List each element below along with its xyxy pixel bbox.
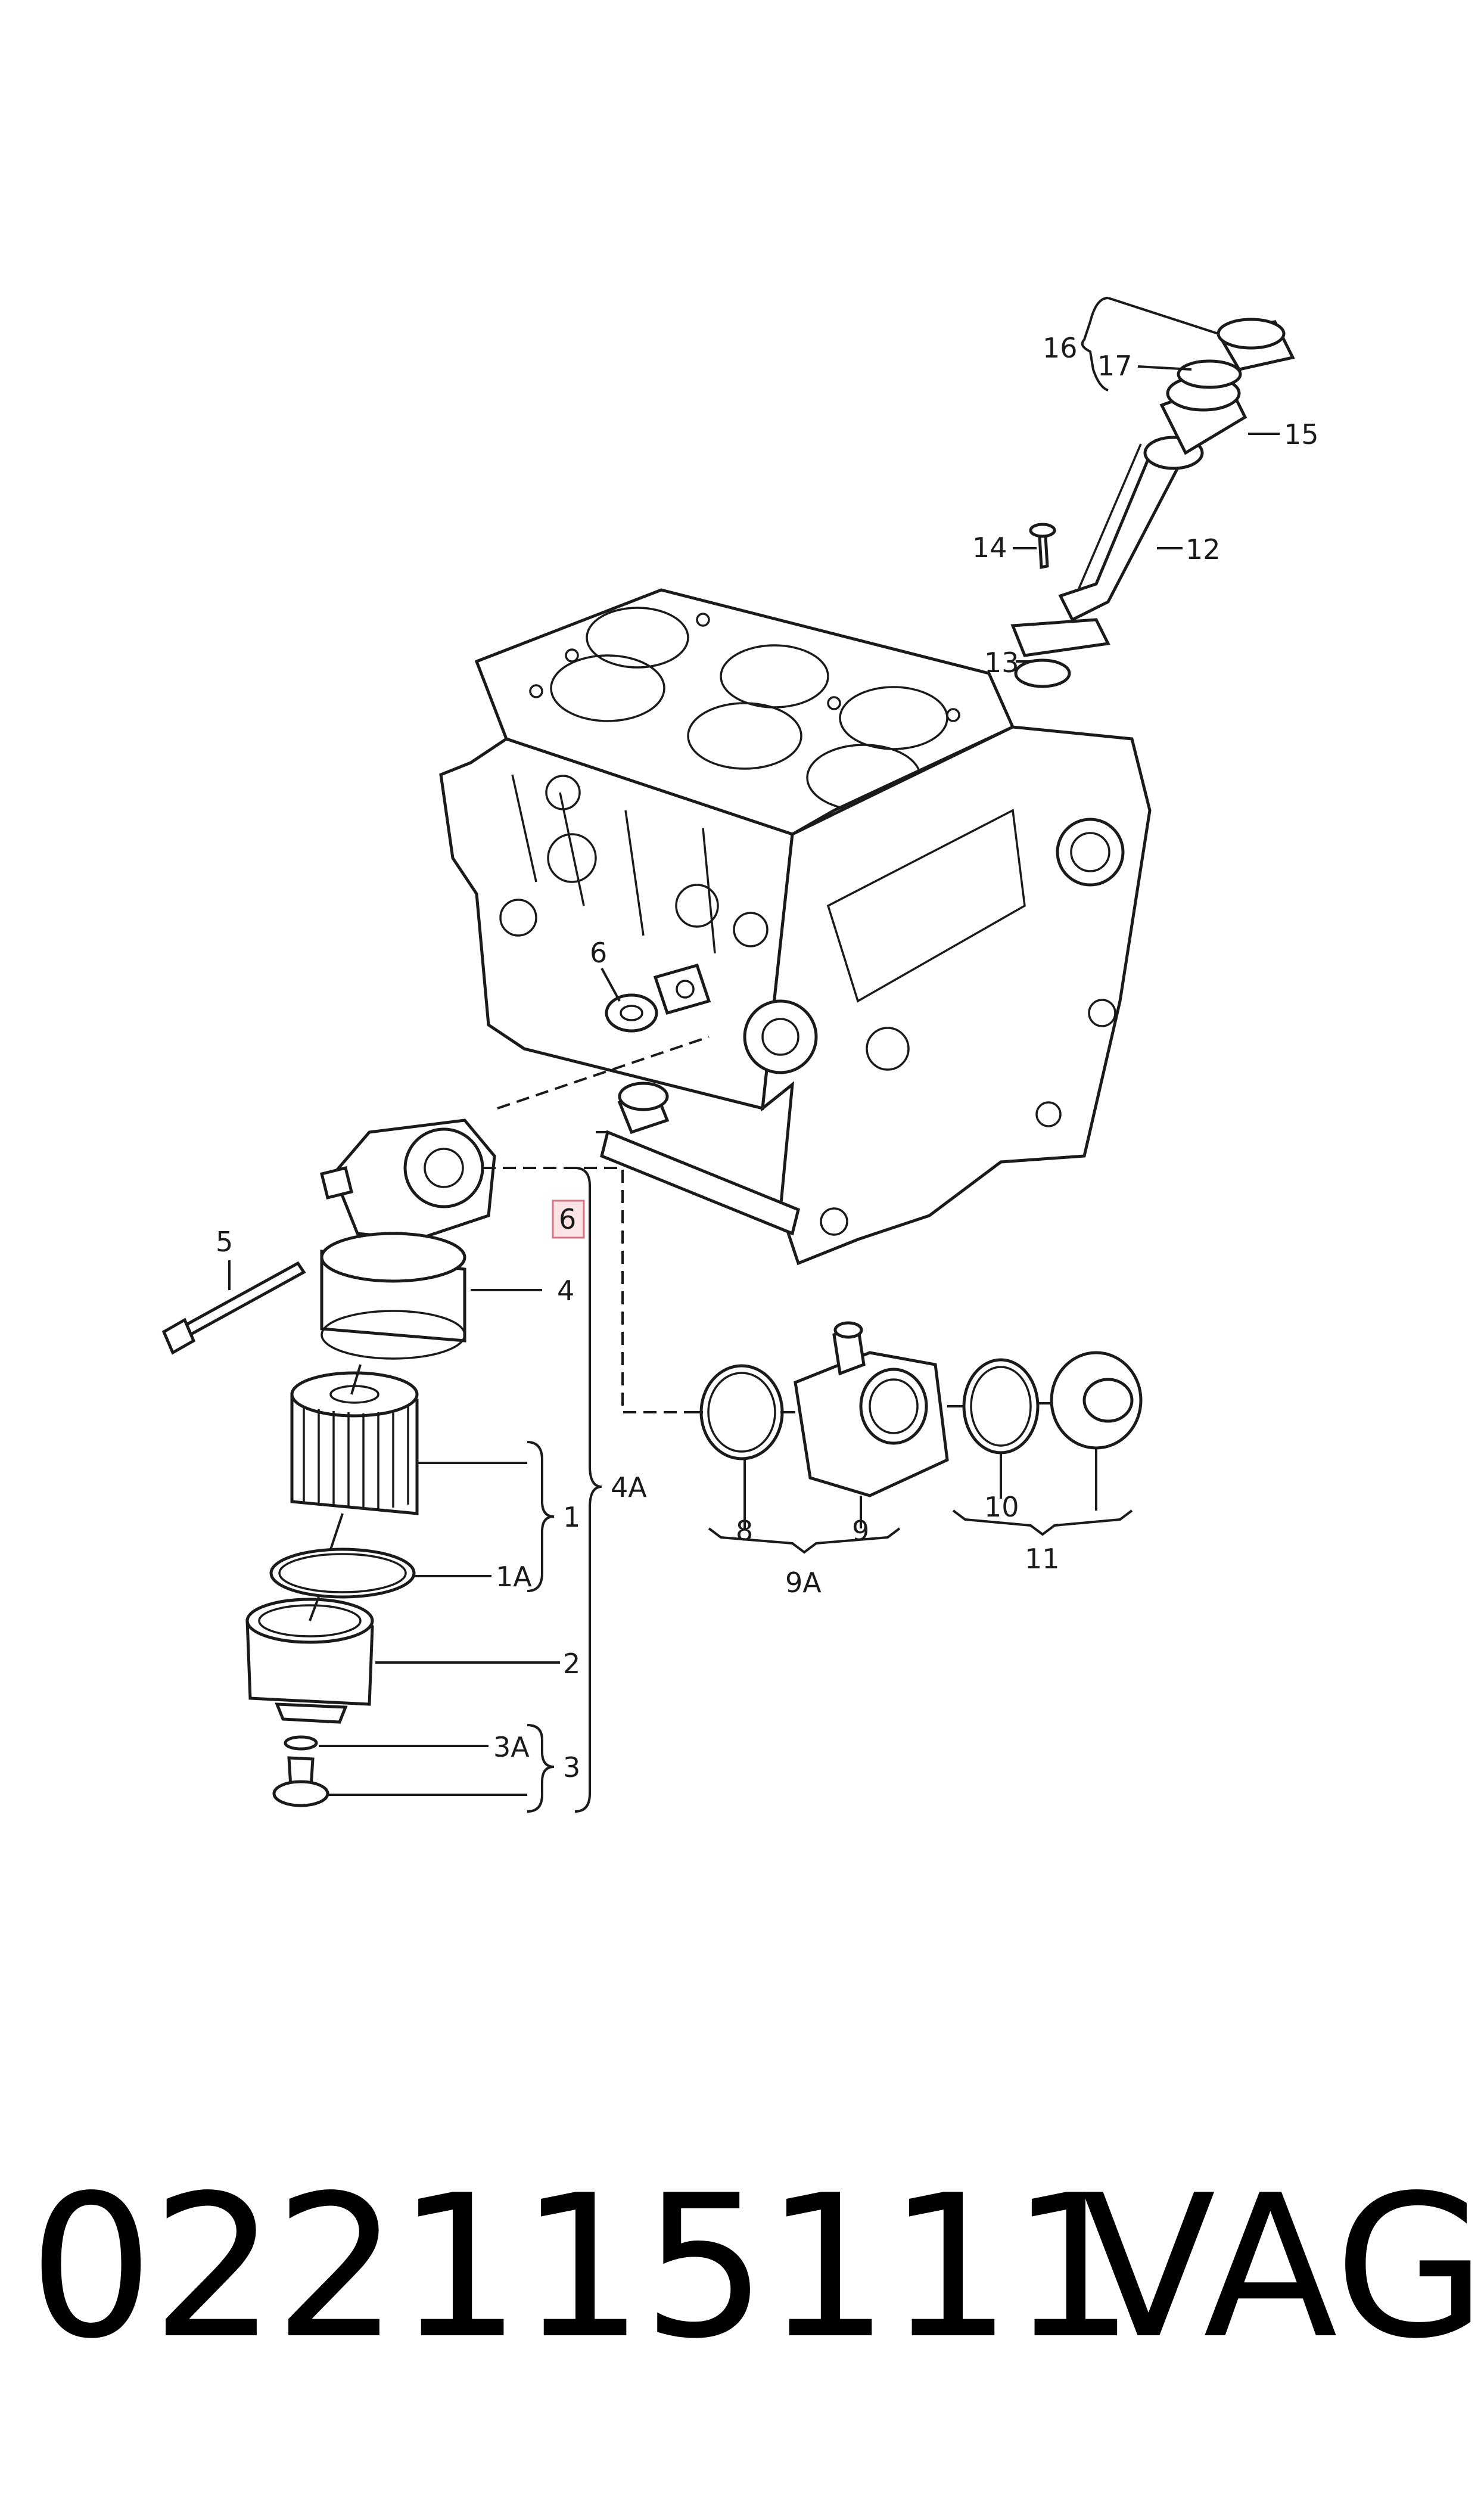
dipstick-tube-assembly bbox=[1010, 318, 1295, 688]
leader-lines bbox=[228, 297, 1280, 1813]
label-14[interactable]: 14 bbox=[972, 532, 1007, 564]
label-2[interactable]: 2 bbox=[563, 1648, 580, 1680]
label-3A[interactable]: 3A bbox=[493, 1731, 530, 1763]
callout-labels: 16 17 15 14 12 13 6 5 6 4 4A 1 1A 2 3A 3… bbox=[216, 332, 1319, 1783]
label-12[interactable]: 12 bbox=[1186, 533, 1221, 565]
label-8[interactable]: 8 bbox=[736, 1515, 753, 1547]
label-15[interactable]: 15 bbox=[1284, 418, 1319, 450]
label-5[interactable]: 5 bbox=[216, 1226, 233, 1258]
label-6-highlight[interactable]: 6 bbox=[559, 1203, 576, 1235]
label-10[interactable]: 10 bbox=[984, 1491, 1019, 1523]
oil-cooler-group bbox=[697, 1321, 1143, 1497]
label-17[interactable]: 17 bbox=[1097, 350, 1133, 382]
label-4A[interactable]: 4A bbox=[611, 1471, 647, 1503]
brand-name: VAG bbox=[1081, 2153, 1484, 2382]
label-16[interactable]: 16 bbox=[1043, 332, 1078, 364]
oil-filter-housing-group bbox=[161, 1118, 496, 1807]
engine-block bbox=[439, 588, 1152, 1266]
assembly-dashed-lines bbox=[483, 1036, 710, 1413]
highlight-box[interactable] bbox=[552, 1200, 585, 1239]
label-1A[interactable]: 1A bbox=[496, 1561, 532, 1593]
label-11[interactable]: 11 bbox=[1025, 1543, 1060, 1575]
label-1[interactable]: 1 bbox=[563, 1501, 580, 1533]
label-9A[interactable]: 9A bbox=[785, 1567, 822, 1599]
label-4[interactable]: 4 bbox=[557, 1275, 574, 1307]
label-3[interactable]: 3 bbox=[563, 1751, 580, 1783]
part-number: 022115111 bbox=[29, 2153, 1135, 2382]
label-9[interactable]: 9 bbox=[852, 1515, 869, 1547]
label-6[interactable]: 6 bbox=[590, 937, 607, 969]
label-13[interactable]: 13 bbox=[984, 647, 1019, 679]
